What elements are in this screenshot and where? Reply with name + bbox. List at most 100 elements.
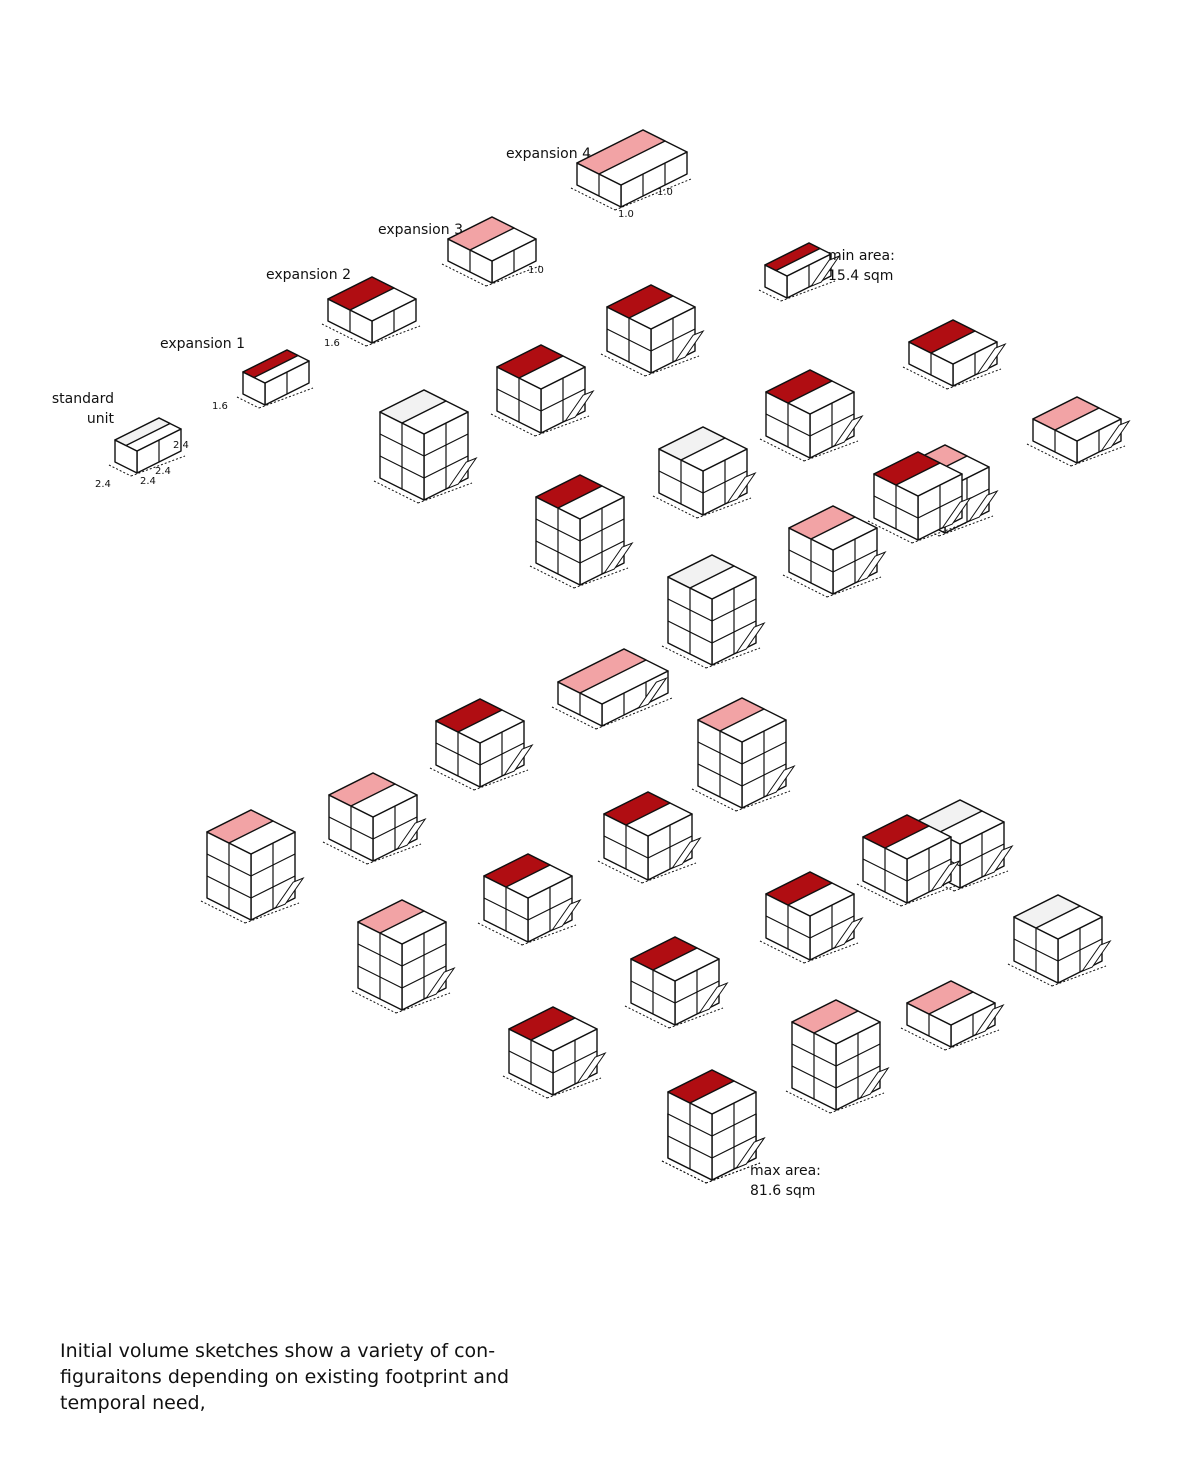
dim-expansion-4-a: 1.0 bbox=[657, 187, 673, 198]
top-accent bbox=[630, 936, 698, 971]
footprint-line bbox=[351, 990, 397, 1014]
stair-icon bbox=[832, 415, 864, 448]
stair-icon bbox=[973, 1004, 1005, 1037]
stair-icon bbox=[940, 497, 972, 530]
top-accent bbox=[242, 349, 299, 379]
footprint-line bbox=[236, 396, 260, 409]
stair-icon bbox=[967, 490, 999, 523]
volume-config-g bbox=[652, 426, 757, 519]
footprint-line bbox=[429, 767, 475, 791]
footprint-line bbox=[365, 325, 421, 347]
grid-line bbox=[328, 816, 374, 840]
footprint-line bbox=[258, 387, 314, 409]
footprint-line bbox=[759, 438, 805, 462]
stair-icon bbox=[502, 744, 534, 777]
grid-line bbox=[479, 742, 525, 766]
grid-line bbox=[667, 598, 713, 622]
footprint-line bbox=[911, 522, 967, 544]
footprint-line bbox=[108, 464, 132, 477]
top-accent bbox=[114, 417, 171, 447]
volume-config-y bbox=[785, 999, 890, 1114]
top-accent bbox=[765, 871, 833, 906]
grid-line bbox=[552, 1050, 598, 1074]
footprint-line bbox=[200, 900, 246, 924]
top-accent bbox=[206, 809, 274, 844]
grid-line bbox=[697, 741, 743, 765]
grid-line bbox=[1057, 938, 1103, 962]
stair-icon bbox=[563, 390, 595, 423]
dim-standard-depth: 2.4 bbox=[155, 466, 171, 477]
expansion-1-label: expansion 1 bbox=[160, 336, 245, 352]
dim-expansion-1: 1.6 bbox=[212, 401, 228, 412]
volume-config-l bbox=[551, 648, 673, 730]
footprint-line bbox=[641, 862, 697, 884]
top-accent bbox=[906, 980, 974, 1015]
grid-line bbox=[606, 328, 652, 352]
grid-line bbox=[835, 1065, 881, 1089]
stair-icon bbox=[1080, 940, 1112, 973]
footprint-line bbox=[900, 885, 956, 907]
footprint-line bbox=[944, 1029, 1000, 1051]
volume-config-b bbox=[490, 344, 595, 437]
footprint-line bbox=[780, 280, 836, 302]
grid-line bbox=[379, 455, 425, 479]
volume-config-c bbox=[373, 389, 478, 504]
grid-line bbox=[435, 742, 481, 766]
configuration-volumes bbox=[108, 129, 1131, 1184]
footprint-line bbox=[829, 1092, 885, 1114]
volume-config-f bbox=[1026, 396, 1131, 467]
stair-icon bbox=[575, 1052, 607, 1085]
footprint-line bbox=[735, 790, 791, 812]
volume-config-u bbox=[351, 899, 456, 1014]
top-accent bbox=[873, 451, 941, 486]
footprint-line bbox=[668, 1007, 724, 1029]
volume-expansion-3 bbox=[441, 216, 541, 287]
grid-line bbox=[535, 540, 581, 564]
expansion-3-label: expansion 3 bbox=[378, 222, 463, 238]
grid-line bbox=[372, 816, 418, 840]
grid-line bbox=[357, 965, 403, 989]
min-area-value: 15.4 sqm bbox=[828, 268, 893, 284]
grid-line bbox=[496, 388, 542, 412]
footprint-line bbox=[856, 883, 902, 907]
top-accent bbox=[435, 698, 503, 733]
grid-line bbox=[206, 875, 252, 899]
stair-icon bbox=[982, 845, 1014, 878]
top-accent bbox=[483, 853, 551, 888]
stair-icon bbox=[855, 551, 887, 584]
footprint-line bbox=[597, 860, 643, 884]
top-accent bbox=[658, 426, 726, 461]
top-accent bbox=[557, 648, 647, 694]
grid-line bbox=[250, 853, 296, 877]
dim-standard-left: 2.4 bbox=[95, 479, 111, 490]
footprint-line bbox=[521, 924, 577, 946]
footprint-line bbox=[322, 841, 368, 865]
stair-icon bbox=[764, 765, 796, 798]
stair-icon bbox=[550, 899, 582, 932]
volume-config-ac bbox=[856, 814, 961, 907]
footprint-line bbox=[614, 178, 692, 211]
footprint-line bbox=[624, 1005, 670, 1029]
volume-expansion-1 bbox=[236, 349, 314, 409]
caption: Initial volume sketches show a variety o… bbox=[60, 1340, 510, 1414]
top-accent bbox=[357, 899, 425, 934]
top-accent bbox=[1032, 396, 1100, 431]
grid-line bbox=[357, 943, 403, 967]
volume-config-e bbox=[759, 369, 864, 462]
stair-icon bbox=[929, 860, 961, 893]
grid-line bbox=[674, 980, 720, 1004]
volume-config-r bbox=[477, 853, 582, 946]
grid-line bbox=[917, 495, 963, 519]
top-accent bbox=[667, 554, 735, 589]
grid-line bbox=[711, 1135, 757, 1159]
footprint-line bbox=[600, 353, 646, 377]
stair-icon bbox=[636, 677, 668, 710]
footprint-line bbox=[946, 368, 1002, 390]
footprint-line bbox=[321, 323, 367, 347]
stair-icon bbox=[975, 343, 1007, 376]
grid-line bbox=[658, 470, 704, 494]
footprint-line bbox=[826, 576, 882, 598]
volume-config-aa bbox=[867, 451, 972, 544]
footprint-line bbox=[661, 645, 707, 669]
